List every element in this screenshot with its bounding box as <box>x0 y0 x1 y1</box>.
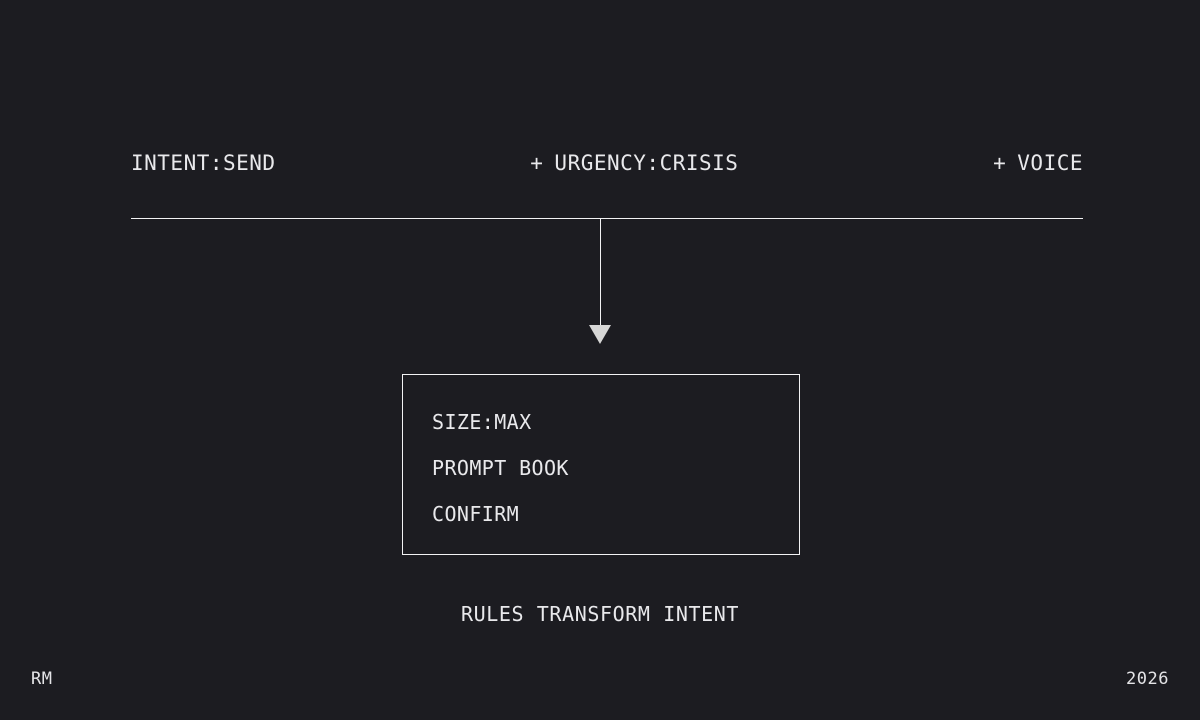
token-intent-send[interactable]: INTENT:SEND <box>131 148 276 178</box>
header-divider <box>131 218 1083 219</box>
token-label: VOICE <box>1017 151 1083 175</box>
rule-item-confirm[interactable]: CONFIRM <box>432 502 520 526</box>
plus-icon: + <box>993 151 1007 175</box>
rule-item-size-max[interactable]: SIZE:MAX <box>432 410 532 434</box>
plus-icon: + <box>530 151 544 175</box>
token-urgency-crisis[interactable]: + URGENCY:CRISIS <box>530 148 738 178</box>
caption-text: RULES TRANSFORM INTENT <box>460 602 740 626</box>
rules-panel: SIZE:MAX PROMPT BOOK CONFIRM <box>402 374 800 555</box>
intent-token-row: INTENT:SEND + URGENCY:CRISIS + VOICE <box>131 148 1083 178</box>
footer-year: 2026 <box>1126 669 1169 689</box>
flow-connector-line <box>600 219 601 325</box>
footer-author: RM <box>31 669 53 689</box>
rule-item-prompt-book[interactable]: PROMPT BOOK <box>432 456 569 480</box>
rules-list: SIZE:MAX PROMPT BOOK CONFIRM <box>432 409 787 527</box>
arrow-down-icon <box>589 325 611 344</box>
token-label: INTENT:SEND <box>131 151 276 175</box>
token-label: URGENCY:CRISIS <box>554 151 739 175</box>
token-voice[interactable]: + VOICE <box>993 148 1083 178</box>
